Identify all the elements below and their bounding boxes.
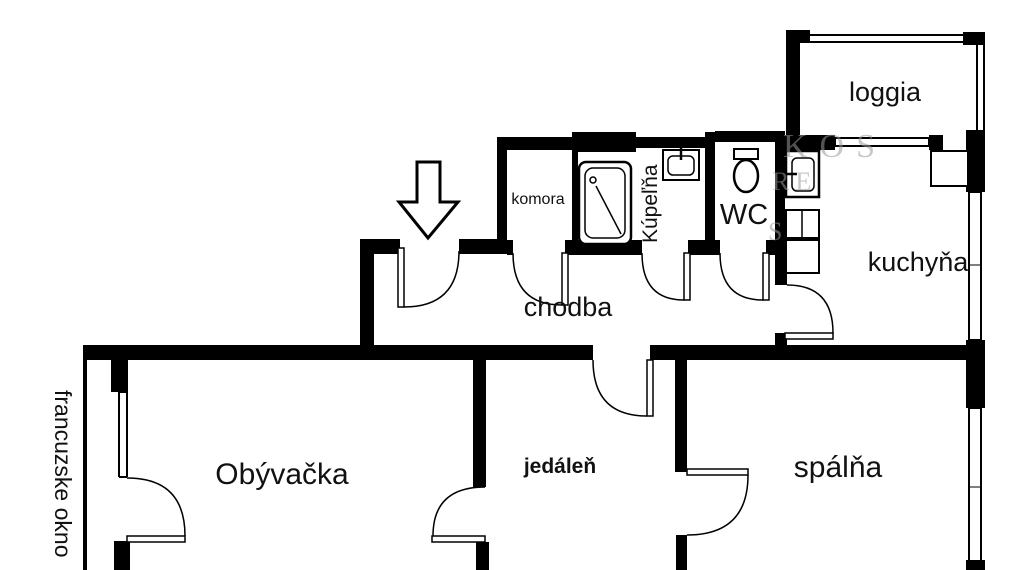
kitchen-window [968, 191, 982, 341]
entrance-door [397, 247, 460, 308]
room-label-spalna: spálňa [794, 451, 883, 484]
loggia-window [834, 137, 930, 147]
kitchen-door [784, 284, 834, 340]
fixtures [577, 146, 969, 274]
komora-door [512, 252, 569, 306]
bath-sink-icon [662, 146, 700, 181]
room-label-kupelna: Kúpeľňa [639, 164, 662, 243]
bathroom-door [641, 252, 691, 301]
watermark-line-3: S [768, 217, 782, 246]
room-labels: loggia komora Kúpeľňa WC kuchyňa chodba … [50, 77, 969, 557]
corner-counter [930, 150, 969, 187]
french-window-door [126, 477, 186, 543]
room-label-komora: komora [511, 191, 564, 208]
kitchen-sink-icon [784, 149, 821, 199]
room-label-obyvacka: Obývačka [215, 458, 349, 491]
bedroom-door [686, 468, 749, 536]
room-label-loggia: loggia [849, 77, 922, 107]
doors [126, 247, 834, 543]
loggia-railing-right [976, 43, 985, 130]
living-room-door [431, 486, 486, 543]
wc-door [719, 252, 770, 301]
room-label-kuchyna: kuchyňa [868, 247, 970, 277]
kitchen-counter [785, 209, 820, 274]
entrance-arrow-icon [395, 160, 462, 241]
loggia-railing-top [808, 34, 963, 43]
watermark-line-2: RE [772, 167, 817, 196]
watermark: KOS RE S [768, 128, 887, 246]
bedroom-window [968, 407, 982, 560]
shower-icon [577, 160, 633, 246]
dining-door [592, 359, 654, 417]
room-label-chodba: chodba [524, 292, 614, 322]
windows [118, 34, 985, 560]
toilet-icon [732, 148, 760, 194]
walls [83, 30, 985, 570]
watermark-line-1: KOS [783, 128, 887, 165]
french-window [118, 391, 128, 478]
room-label-jedalen: jedáleň [523, 455, 596, 478]
annotation-french-window: francuzske okno [50, 390, 76, 557]
room-label-wc: WC [720, 199, 768, 231]
